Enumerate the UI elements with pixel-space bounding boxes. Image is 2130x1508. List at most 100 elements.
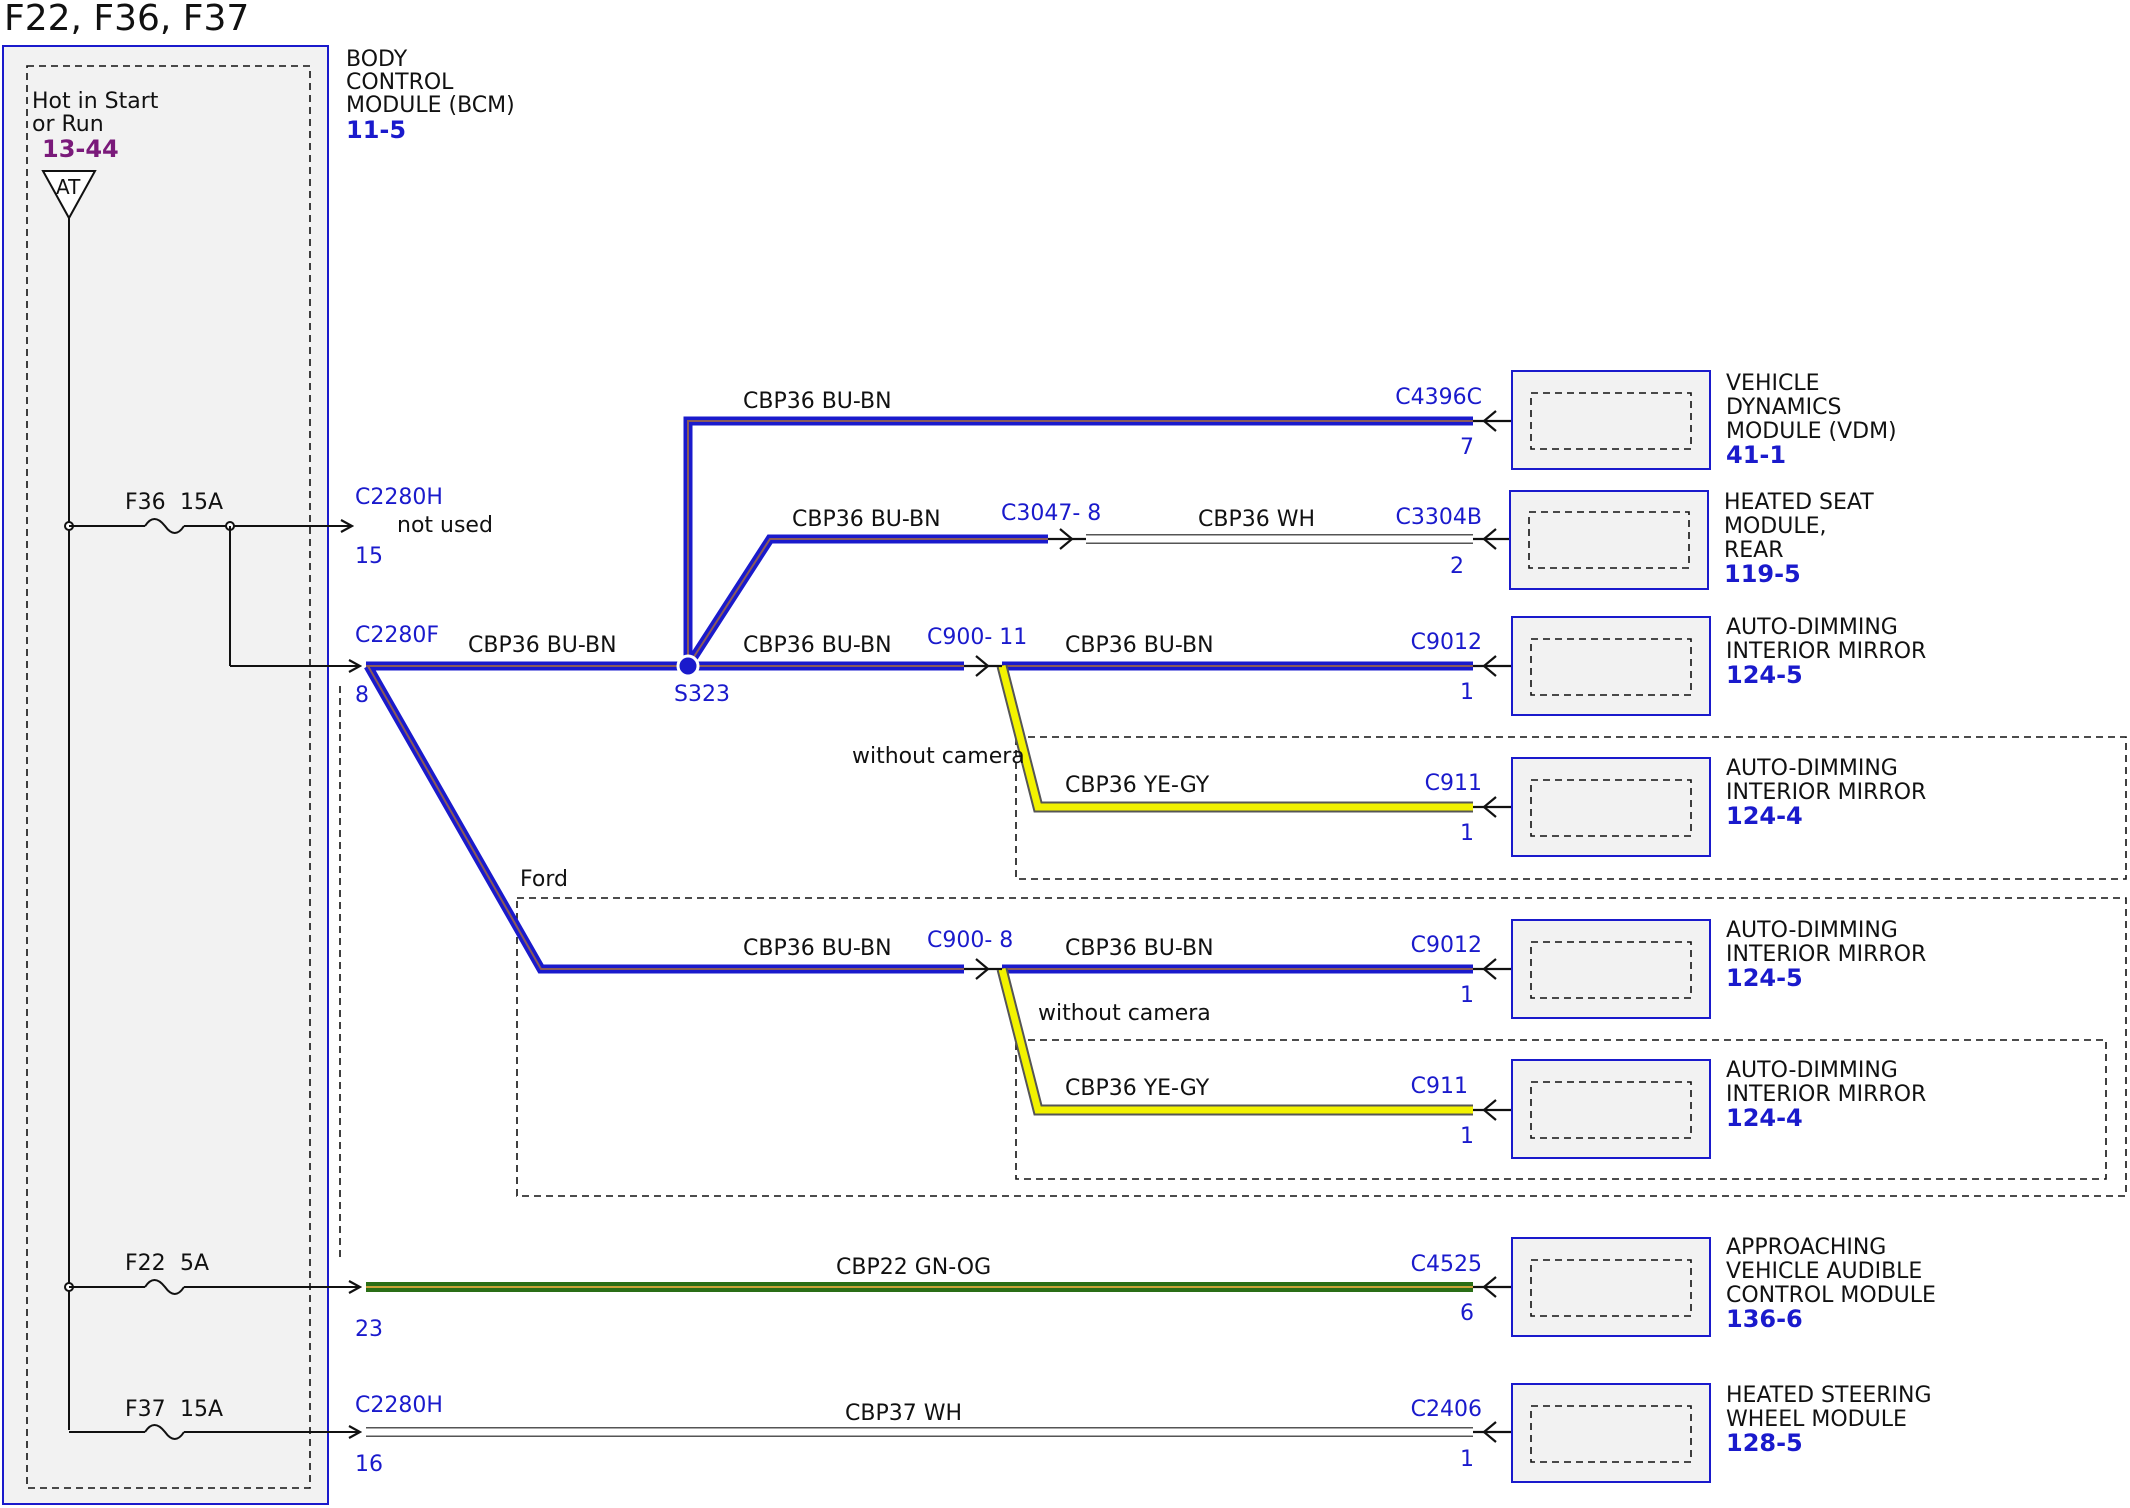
module-mirror-1 — [1511, 616, 1711, 716]
option-labels: without camera Ford without camera — [520, 744, 1211, 1026]
svg-text:119-5: 119-5 — [1724, 560, 1801, 588]
module-heated-seat — [1509, 490, 1709, 590]
module-label-mirror-2: AUTO-DIMMING INTERIOR MIRROR 124-4 — [1726, 756, 1926, 830]
power-ref: 13-44 — [42, 135, 119, 163]
connector-c900-top: C900- 11 — [927, 625, 1027, 650]
svg-text:CONTROL: CONTROL — [346, 70, 454, 95]
svg-text:AUTO-DIMMING: AUTO-DIMMING — [1726, 1058, 1898, 1083]
svg-text:136-6: 136-6 — [1726, 1305, 1803, 1333]
svg-text:MODULE,: MODULE, — [1724, 514, 1827, 539]
module-mirror-4 — [1511, 1059, 1711, 1159]
connector-c911-top: C911 — [1425, 771, 1482, 796]
svg-text:INTERIOR MIRROR: INTERIOR MIRROR — [1726, 780, 1926, 805]
pin-c911-top: 1 — [1460, 821, 1474, 846]
svg-text:DYNAMICS: DYNAMICS — [1726, 395, 1841, 420]
wire-label-ford-c900: CBP36 BU-BN — [743, 936, 892, 961]
svg-text:124-5: 124-5 — [1726, 661, 1803, 689]
svg-text:AUTO-DIMMING: AUTO-DIMMING — [1726, 615, 1898, 640]
bcm-box — [2, 45, 329, 1505]
connector-c9012-top: C9012 — [1411, 630, 1482, 655]
svg-text:APPROACHING: APPROACHING — [1726, 1235, 1886, 1260]
power-symbol-label: AT — [56, 175, 81, 199]
power-triangle-icon — [41, 170, 97, 221]
connector-c2280f: C2280F — [355, 623, 439, 648]
option-box-frames — [339, 686, 2127, 1262]
connector-c2406: C2406 — [1411, 1397, 1482, 1422]
module-label-vdm: VEHICLE DYNAMICS MODULE (VDM) 41-1 — [1726, 371, 1897, 469]
pin-c2280h-top: 15 — [355, 544, 383, 569]
connector-c4525: C4525 — [1411, 1252, 1482, 1277]
pin-c9012-top: 1 — [1460, 680, 1474, 705]
svg-text:INTERIOR MIRROR: INTERIOR MIRROR — [1726, 639, 1926, 664]
svg-text:128-5: 128-5 — [1726, 1429, 1803, 1457]
svg-text:AUTO-DIMMING: AUTO-DIMMING — [1726, 756, 1898, 781]
svg-text:HEATED SEAT: HEATED SEAT — [1724, 490, 1874, 515]
svg-text:VEHICLE: VEHICLE — [1726, 371, 1820, 396]
connector-c4396c: C4396C — [1395, 385, 1482, 410]
not-used-label: not used — [397, 513, 493, 538]
module-labels: VEHICLE DYNAMICS MODULE (VDM) 41-1 HEATE… — [1724, 371, 1936, 1457]
fuse-f37: F37 15A — [69, 1397, 360, 1440]
svg-text:15A: 15A — [180, 490, 223, 515]
connector-c2280h-bottom: C2280H — [355, 1393, 443, 1418]
pin-c4396c: 7 — [1460, 435, 1474, 460]
connector-c3047: C3047- 8 — [1001, 501, 1101, 526]
fuse-f36: F36 15A — [64, 490, 360, 666]
module-heated-steering — [1511, 1383, 1711, 1483]
wire-bu-bn-group — [364, 416, 1473, 974]
wire-label-c9012-bottom: CBP36 BU-BN — [1065, 936, 1214, 961]
pin-c911-bottom: 1 — [1460, 1124, 1474, 1149]
wire-wh-group — [366, 534, 1473, 1437]
svg-text:124-4: 124-4 — [1726, 1104, 1803, 1132]
wire-label-f22: CBP22 GN-OG — [836, 1255, 991, 1280]
svg-text:INTERIOR MIRROR: INTERIOR MIRROR — [1726, 942, 1926, 967]
wire-label-c911-bottom: CBP36 YE-GY — [1065, 1076, 1210, 1101]
pin-c2280f: 8 — [355, 683, 369, 708]
svg-text:41-1: 41-1 — [1726, 441, 1786, 469]
svg-text:F36: F36 — [125, 490, 166, 515]
svg-text:or Run: or Run — [32, 112, 104, 137]
connector-c900-bottom: C900- 8 — [927, 928, 1013, 953]
wire-label-f37: CBP37 WH — [845, 1401, 962, 1426]
fuse-f22: F22 5A — [64, 1251, 360, 1295]
wire-label-bcm-s323: CBP36 BU-BN — [468, 633, 617, 658]
module-boxes — [1509, 370, 1711, 1483]
connector-labels: C2280H 15 not used C2280F 8 23 C2280H 16… — [355, 385, 1482, 1477]
fuse-icon — [144, 1279, 185, 1295]
module-mirror-3 — [1511, 919, 1711, 1019]
pin-c4525: 6 — [1460, 1301, 1474, 1326]
svg-text:AUTO-DIMMING: AUTO-DIMMING — [1726, 918, 1898, 943]
module-label-heated-seat: HEATED SEAT MODULE, REAR 119-5 — [1724, 490, 1874, 588]
module-label-mirror-4: AUTO-DIMMING INTERIOR MIRROR 124-4 — [1726, 1058, 1926, 1132]
fuse-icon — [144, 1424, 185, 1440]
svg-text:REAR: REAR — [1724, 538, 1784, 563]
option-without-camera-bottom: without camera — [1038, 1001, 1211, 1026]
pin-23: 23 — [355, 1317, 383, 1342]
bcm-label: BODY CONTROL MODULE (BCM) 11-5 — [346, 47, 515, 144]
power-feed: Hot in Start or Run 13-44 AT — [32, 89, 159, 1430]
svg-text:F37: F37 — [125, 1397, 166, 1422]
svg-text:124-4: 124-4 — [1726, 802, 1803, 830]
connector-c2280h-top: C2280H — [355, 485, 443, 510]
svg-text:Hot in Start: Hot in Start — [32, 89, 159, 114]
wire-ye-gy-group — [996, 664, 1473, 1116]
module-label-avas: APPROACHING VEHICLE AUDIBLE CONTROL MODU… — [1726, 1235, 1936, 1333]
connector-c3304b: C3304B — [1396, 505, 1482, 530]
svg-text:15A: 15A — [180, 1397, 223, 1422]
module-vdm — [1511, 370, 1711, 470]
pin-c2280h-bottom: 16 — [355, 1452, 383, 1477]
pin-c2406: 1 — [1460, 1447, 1474, 1472]
splice-label: S323 — [674, 682, 730, 707]
wire-label-c911-top: CBP36 YE-GY — [1065, 773, 1210, 798]
page-title: F22, F36, F37 — [4, 0, 249, 39]
fuse-icon — [144, 518, 185, 534]
svg-text:5A: 5A — [180, 1251, 209, 1276]
connector-c911-bottom: C911 — [1411, 1074, 1468, 1099]
connector-c9012-bottom: C9012 — [1411, 933, 1482, 958]
pin-c3304b: 2 — [1450, 554, 1464, 579]
wire-labels: CBP36 BU-BN CBP36 BU-BN CBP36 BU-BN CBP3… — [468, 389, 1315, 1426]
svg-text:INTERIOR MIRROR: INTERIOR MIRROR — [1726, 1082, 1926, 1107]
svg-text:VEHICLE AUDIBLE: VEHICLE AUDIBLE — [1726, 1259, 1922, 1284]
splice-s323 — [676, 654, 700, 678]
